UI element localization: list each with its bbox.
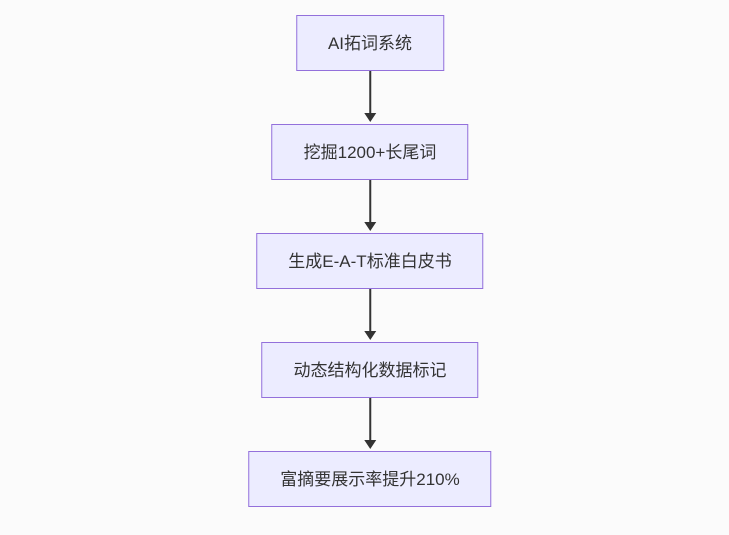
arrow-down-icon — [363, 222, 376, 231]
flow-node: 富摘要展示率提升210% — [248, 451, 492, 507]
flow-node-label: 生成E-A-T标准白皮书 — [288, 251, 452, 271]
flow-node-label: AI拓词系统 — [327, 33, 413, 53]
arrow-down-icon — [363, 331, 376, 340]
arrow-line — [368, 180, 371, 223]
flow-arrow — [363, 398, 376, 451]
flow-node: 挖掘1200+长尾词 — [271, 124, 469, 180]
flow-node: 生成E-A-T标准白皮书 — [256, 233, 484, 289]
flow-node: AI拓词系统 — [295, 15, 445, 71]
flow-node-label: 挖掘1200+长尾词 — [303, 142, 437, 162]
arrow-line — [368, 289, 371, 332]
flow-node: 动态结构化数据标记 — [261, 342, 479, 398]
flow-arrow — [363, 180, 376, 233]
flow-arrow — [363, 289, 376, 342]
arrow-line — [368, 398, 371, 441]
flow-node-label: 富摘要展示率提升210% — [280, 469, 460, 489]
arrow-down-icon — [363, 440, 376, 449]
flow-node-label: 动态结构化数据标记 — [293, 360, 447, 380]
flowchart: AI拓词系统 挖掘1200+长尾词 生成E-A-T标准白皮书 动态结构化数据标记… — [248, 15, 492, 507]
arrow-down-icon — [363, 113, 376, 122]
arrow-line — [368, 71, 371, 114]
flow-arrow — [363, 71, 376, 124]
